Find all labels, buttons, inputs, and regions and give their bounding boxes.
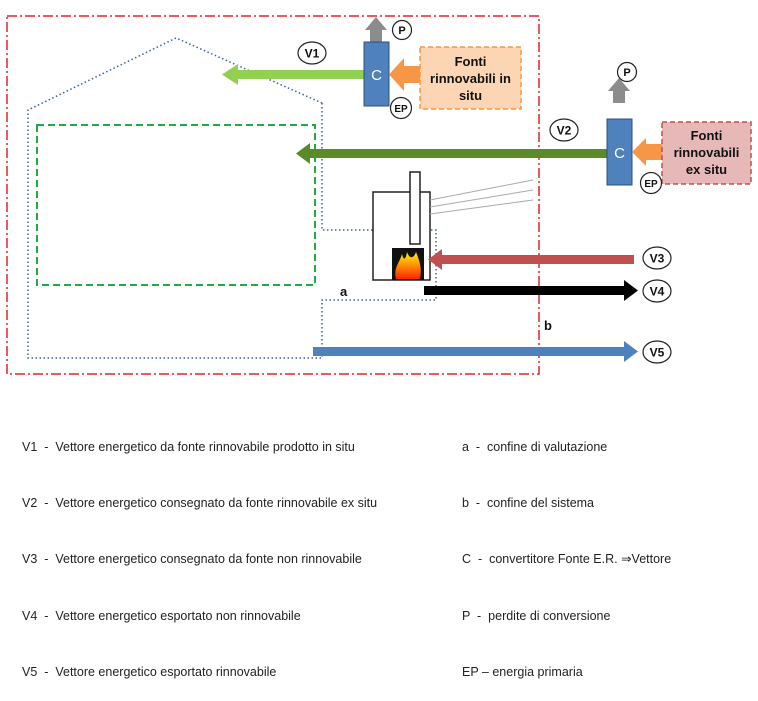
source-ex-situ-line2: rinnovabili bbox=[674, 145, 740, 160]
legend-symbols: a - confine di valutazione b - confine d… bbox=[462, 400, 671, 701]
building-heated-zone bbox=[36, 124, 316, 286]
v2-badge: V2 bbox=[549, 118, 579, 142]
legend-item-v3: V3 - Vettore energetico consegnato da fo… bbox=[22, 552, 362, 567]
v1-badge: V1 bbox=[297, 41, 327, 65]
flame-icon bbox=[395, 252, 421, 279]
svg-text:V2: V2 bbox=[557, 124, 572, 138]
loss-arrow-icon bbox=[365, 17, 387, 30]
source-arrow-ex-situ bbox=[632, 138, 662, 166]
source-in-situ-line2: rinnovabili in bbox=[430, 71, 511, 86]
legend-item-a: a - confine di valutazione bbox=[462, 439, 608, 454]
system-boundary bbox=[6, 15, 540, 375]
p-badge-ex-situ: P bbox=[616, 61, 638, 83]
v4-badge: V4 bbox=[642, 279, 672, 303]
source-in-situ-line3: situ bbox=[459, 88, 482, 103]
legend-item-v4: V4 - Vettore energetico esportato non ri… bbox=[22, 608, 301, 623]
v3-arrow bbox=[428, 249, 634, 270]
legend-vectors: V1 - Vettore energetico da fonte rinnova… bbox=[22, 400, 377, 701]
source-in-situ-line1: Fonti bbox=[455, 54, 487, 69]
source-arrow-in-situ bbox=[389, 58, 420, 91]
source-ex-situ-line3: ex situ bbox=[686, 162, 727, 177]
svg-text:V4: V4 bbox=[650, 285, 665, 299]
p-badge-in-situ: P bbox=[391, 19, 413, 41]
energy-flow-diagram: C Fonti rinnovabili in situ C Fonti rinn… bbox=[6, 15, 752, 375]
legend-item-v5: V5 - Vettore energetico esportato rinnov… bbox=[22, 665, 277, 680]
svg-text:P: P bbox=[623, 67, 630, 79]
svg-text:P: P bbox=[398, 25, 405, 37]
source-box-in-situ bbox=[419, 46, 522, 110]
svg-text:V3: V3 bbox=[650, 252, 665, 266]
boiler bbox=[372, 171, 534, 281]
v1-arrow bbox=[222, 64, 365, 85]
v5-badge: V5 bbox=[642, 340, 672, 364]
v4-arrow bbox=[424, 280, 638, 301]
ep-badge-in-situ: EP bbox=[389, 96, 413, 120]
svg-text:V1: V1 bbox=[305, 47, 320, 61]
boundary-label-b: b bbox=[544, 318, 552, 333]
legend-item-p: P - perdite di conversione bbox=[462, 608, 611, 623]
legend-item-b: b - confine del sistema bbox=[462, 495, 595, 510]
svg-text:EP: EP bbox=[394, 104, 408, 115]
legend-item-ep: EP – energia primaria bbox=[462, 665, 583, 680]
v2-arrow bbox=[296, 143, 608, 164]
v5-arrow bbox=[313, 341, 638, 362]
svg-text:V5: V5 bbox=[650, 346, 665, 360]
converter-label: C bbox=[614, 145, 625, 162]
v3-badge: V3 bbox=[642, 246, 672, 270]
converter-label: C bbox=[371, 67, 382, 84]
legend-item-c: C - convertitore Fonte E.R. ⇒Vettore bbox=[462, 552, 672, 567]
legend-item-v2: V2 - Vettore energetico consegnato da fo… bbox=[22, 495, 378, 510]
legend-item-v1: V1 - Vettore energetico da fonte rinnova… bbox=[22, 439, 355, 454]
svg-text:EP: EP bbox=[644, 179, 658, 190]
converter-ex-situ: C Fonti rinnovabili ex situ bbox=[606, 78, 752, 186]
converter-in-situ: C Fonti rinnovabili in situ bbox=[363, 17, 522, 110]
ep-badge-ex-situ: EP bbox=[639, 171, 663, 195]
source-ex-situ-line1: Fonti bbox=[691, 128, 723, 143]
loss-arrow-icon bbox=[608, 78, 630, 91]
boundary-label-a: a bbox=[340, 284, 348, 299]
source-box-ex-situ bbox=[661, 121, 752, 185]
